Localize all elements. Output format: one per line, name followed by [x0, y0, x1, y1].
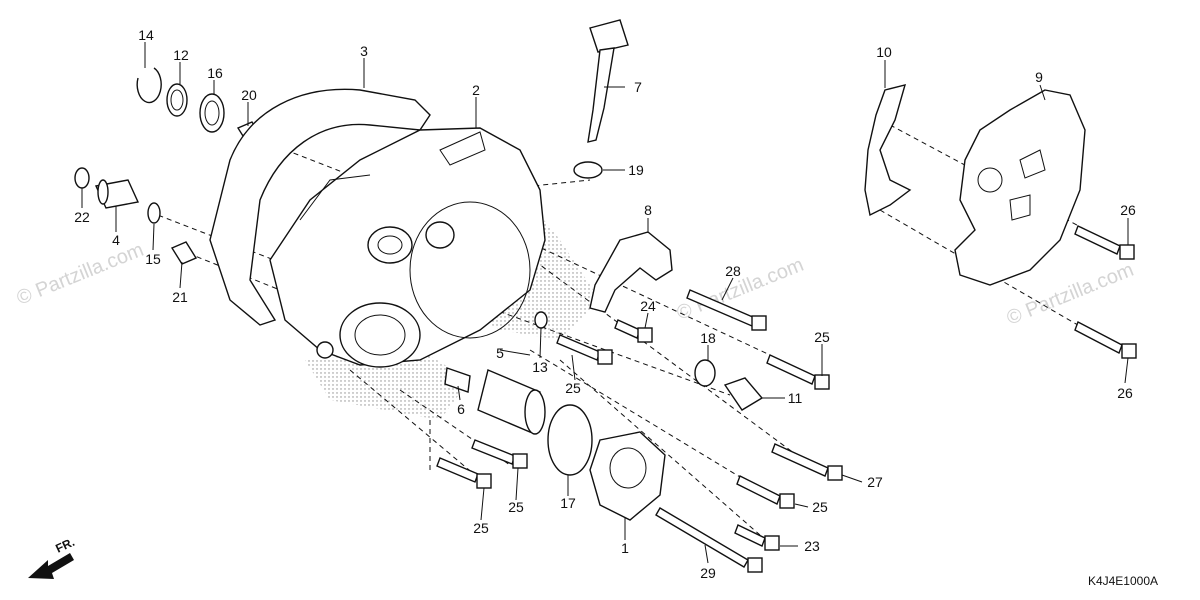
- oil-filter-group: [444, 367, 666, 521]
- bolt: [771, 443, 829, 477]
- plug: [723, 377, 764, 411]
- callout-25-right: 25: [814, 329, 830, 345]
- clip: [74, 167, 90, 189]
- callout-26-upper: 26: [1120, 202, 1136, 218]
- callout-3: 3: [360, 43, 368, 59]
- front-direction-indicator: FR.: [28, 535, 77, 579]
- callout-29: 29: [700, 565, 716, 581]
- callout-21: 21: [172, 289, 188, 305]
- sealing-washer: [534, 311, 548, 329]
- guide-line: [439, 289, 731, 396]
- bolt: [766, 354, 816, 385]
- callout-2: 2: [472, 82, 480, 98]
- filter-housing: [339, 302, 421, 368]
- callout-1: 1: [621, 540, 629, 556]
- callout-24: 24: [640, 298, 656, 314]
- oil-seal: [199, 93, 225, 133]
- bolt: [1074, 321, 1123, 354]
- callout-4: 4: [112, 232, 120, 248]
- callout-25-bottom-right: 25: [812, 499, 828, 515]
- callout-12: 12: [173, 47, 189, 63]
- dipstick-rod: [587, 47, 615, 143]
- callout-28: 28: [725, 263, 741, 279]
- callout-11: 11: [788, 390, 803, 406]
- callout-9: 9: [1035, 69, 1043, 85]
- crankcase-cover-gasket: [209, 88, 431, 326]
- front-label: FR.: [53, 535, 76, 556]
- bracket: [589, 231, 673, 313]
- callout-18: 18: [700, 330, 716, 346]
- callout-22: 22: [74, 209, 90, 225]
- shading-lower: [305, 350, 470, 420]
- callout-15: 15: [145, 251, 161, 267]
- dipstick: [573, 19, 629, 179]
- bolt: [614, 319, 641, 339]
- callout-20: 20: [241, 87, 257, 103]
- spring: [444, 367, 471, 393]
- bolt: [1074, 225, 1121, 255]
- guide-line: [519, 249, 811, 466]
- o-ring: [147, 202, 161, 224]
- callout-23: 23: [804, 538, 820, 554]
- callout-17: 17: [560, 495, 576, 511]
- dipstick-cap: [589, 19, 629, 53]
- callout-25-lower-right: 25: [508, 499, 524, 515]
- callout-26-lower: 26: [1117, 385, 1133, 401]
- sprocket-guide: [864, 84, 912, 217]
- seal-ring: [166, 83, 188, 117]
- callout-25-lower-left: 25: [473, 520, 489, 536]
- callout-10: 10: [876, 44, 892, 60]
- callout-13: 13: [532, 359, 548, 375]
- guide-line: [349, 369, 476, 476]
- bolt: [471, 439, 516, 465]
- bolts: [436, 225, 1137, 573]
- guide-line: [879, 209, 1096, 336]
- filler-port: [367, 226, 413, 264]
- watermark-left: © Partzilla.com: [14, 239, 147, 310]
- front-arrow-icon: [28, 553, 74, 579]
- callouts: 14 12 16 20 3 2 7 19 8 10 9 26 26 28 24 …: [74, 27, 1136, 581]
- bolt: [736, 475, 781, 505]
- callout-25-middle: 25: [565, 380, 581, 396]
- plug-o-ring: [694, 359, 716, 387]
- crankcase-cover: [269, 127, 546, 368]
- dipstick-o-ring: [573, 161, 603, 179]
- reference-code: K4J4E1000A: [1088, 574, 1158, 588]
- callout-7: 7: [634, 79, 642, 95]
- leader-lines: [81, 42, 1129, 564]
- callout-5: 5: [496, 345, 504, 361]
- guide-line: [529, 349, 746, 481]
- snap-ring: [136, 67, 162, 104]
- bolt: [655, 507, 749, 568]
- callout-14: 14: [138, 27, 154, 43]
- callout-27: 27: [867, 474, 883, 490]
- filter-o-ring: [547, 404, 593, 476]
- callout-16: 16: [207, 65, 223, 81]
- callout-19: 19: [628, 162, 644, 178]
- collar: [170, 241, 198, 265]
- callout-8: 8: [644, 202, 652, 218]
- filter-cover: [589, 431, 666, 521]
- sprocket-cover: [954, 89, 1086, 286]
- bolt: [734, 524, 766, 547]
- bolt: [436, 457, 479, 483]
- bolt: [556, 334, 601, 361]
- callout-6: 6: [457, 401, 465, 417]
